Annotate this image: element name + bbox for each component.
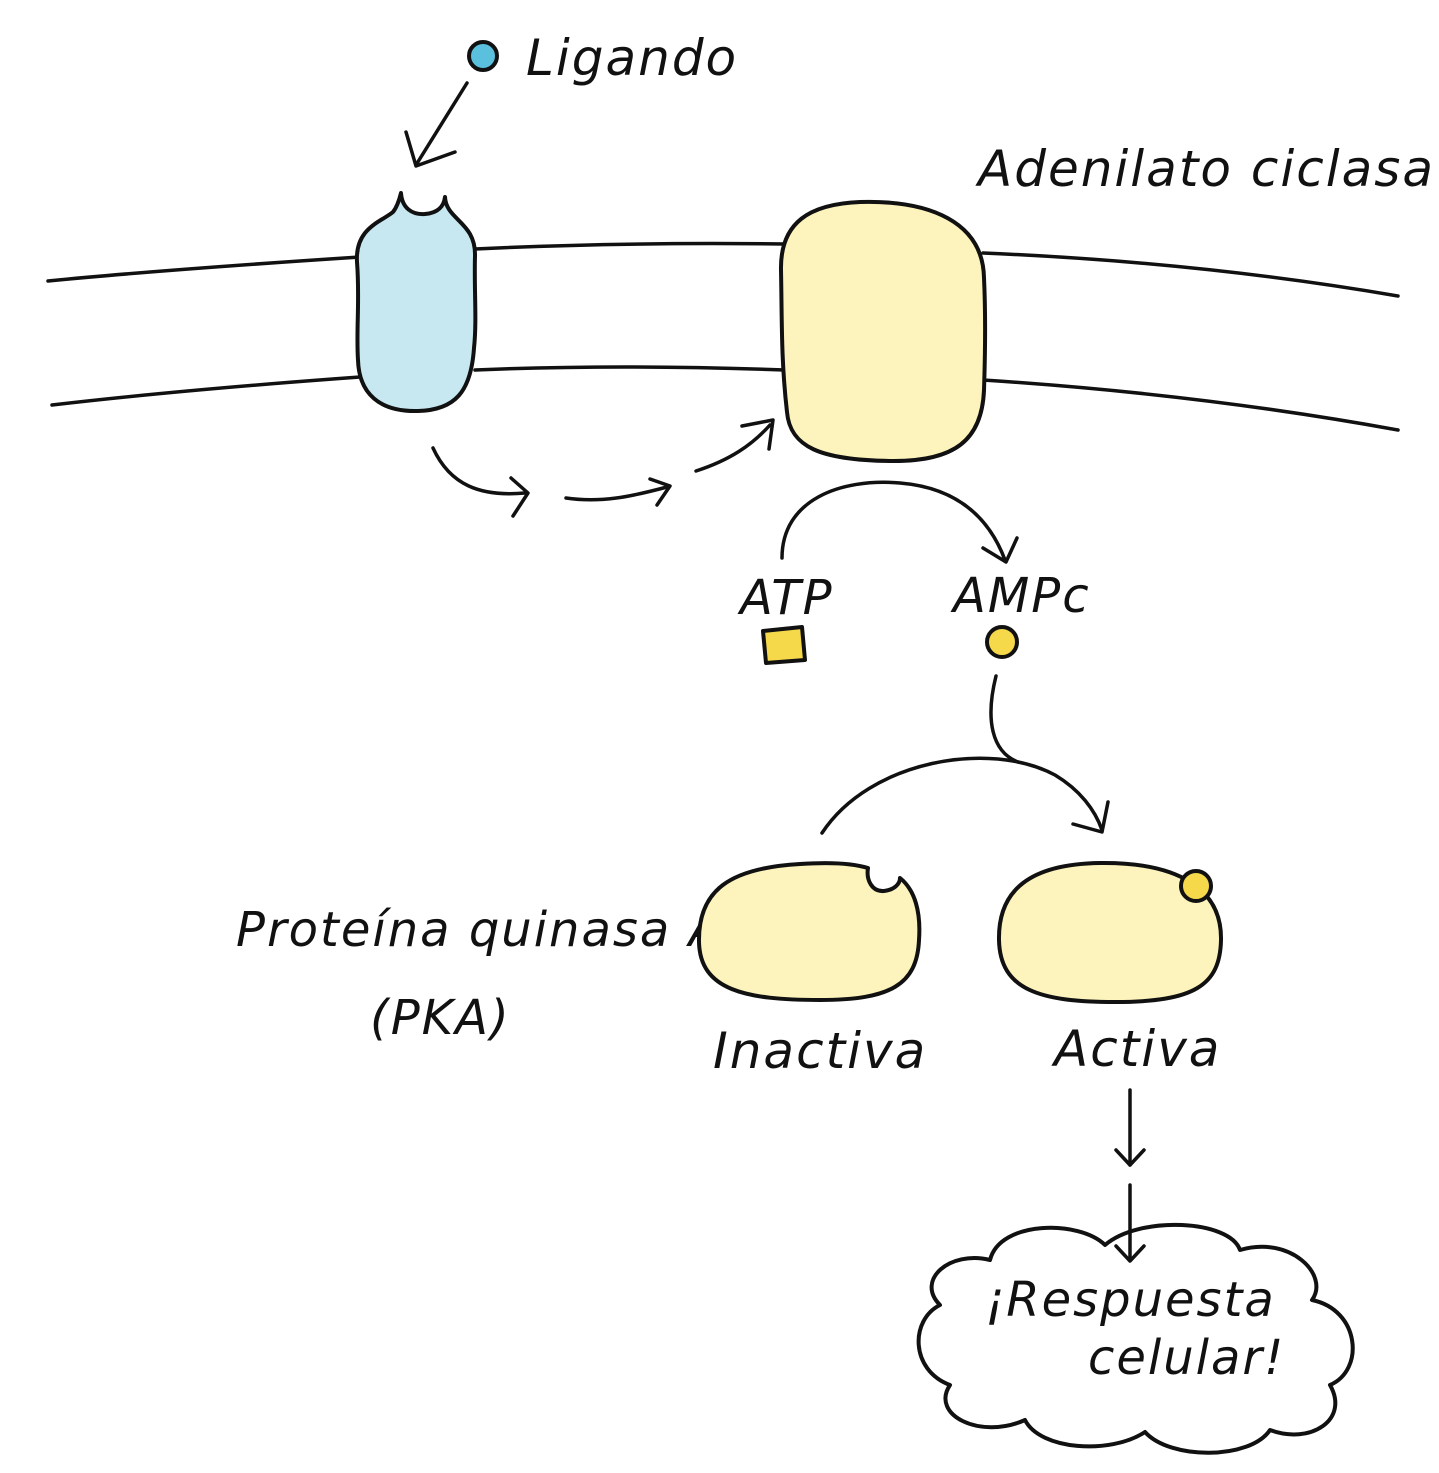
activation-arrow-1 bbox=[431, 446, 530, 518]
camp-label: AMPc bbox=[950, 568, 1091, 624]
adenylyl-cyclase-label: Adenilato ciclasa bbox=[975, 140, 1435, 198]
activation-arrow-3 bbox=[694, 418, 775, 473]
adenylyl-cyclase-shape bbox=[778, 199, 988, 464]
camp-binding-line bbox=[989, 674, 1020, 764]
receptor-shape bbox=[354, 191, 478, 414]
membrane-outer-line bbox=[46, 241, 1400, 298]
response-label-line2: celular! bbox=[1088, 1330, 1285, 1386]
downstream-arrow-1 bbox=[1114, 1088, 1146, 1167]
response-label-line1: ¡Respuesta bbox=[985, 1272, 1276, 1328]
response-cloud bbox=[916, 1222, 1355, 1455]
pka-label-line1: Proteína quinasa A bbox=[236, 902, 723, 958]
ligand-label: Ligando bbox=[526, 29, 738, 87]
atp-to-camp-arrow bbox=[780, 480, 1019, 564]
pka-inactive-shape bbox=[696, 861, 922, 1002]
inactive-label: Inactiva bbox=[713, 1022, 927, 1080]
atp-label: ATP bbox=[737, 570, 834, 626]
ligand-circle bbox=[467, 40, 499, 72]
camp-circle bbox=[985, 625, 1019, 659]
pka-label-line2: (PKA) bbox=[370, 990, 511, 1046]
downstream-arrow-2 bbox=[1114, 1183, 1146, 1263]
cell-membrane bbox=[46, 241, 1400, 432]
active-label: Activa bbox=[1051, 1020, 1221, 1078]
activation-arrow-2 bbox=[564, 477, 672, 507]
atp-square bbox=[761, 625, 807, 665]
bound-camp-circle bbox=[1179, 869, 1213, 903]
pka-activation-arrow bbox=[820, 756, 1110, 835]
membrane-inner-line bbox=[50, 365, 1400, 432]
ligand-binding-arrow bbox=[404, 81, 469, 168]
